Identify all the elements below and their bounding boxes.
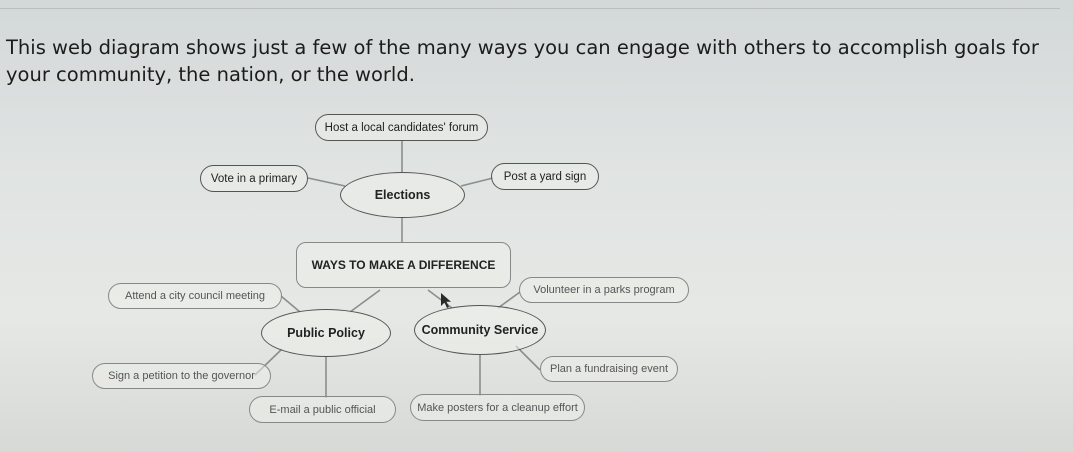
node-public-policy: Public Policy [261,309,391,357]
node-fundraising-event: Plan a fundraising event [540,356,678,382]
node-cleanup-posters: Make posters for a cleanup effort [410,394,585,421]
node-yard-sign: Post a yard sign [491,163,599,190]
node-ways-to-make-a-difference: WAYS TO MAKE A DIFFERENCE [296,242,511,288]
node-elections: Elections [340,172,465,218]
node-parks-program: Volunteer in a parks program [519,277,689,303]
connector-fundraising [515,345,541,371]
node-city-council: Attend a city council meeting [108,283,282,309]
connector-center-policy [349,289,381,313]
node-vote-primary: Vote in a primary [200,165,308,192]
connector-vote [307,177,346,187]
intro-text: This web diagram shows just a few of the… [6,36,1039,86]
mouse-pointer-icon [441,293,451,308]
connector-council [280,295,301,313]
connector-yard-sign [460,177,494,187]
node-email-official: E-mail a public official [249,396,396,423]
node-community-service: Community Service [414,305,546,355]
node-petition-governor: Sign a petition to the governor [92,363,271,389]
top-divider [0,8,1060,9]
connector-parks [497,291,521,309]
node-candidates-forum: Host a local candidates' forum [315,114,488,141]
